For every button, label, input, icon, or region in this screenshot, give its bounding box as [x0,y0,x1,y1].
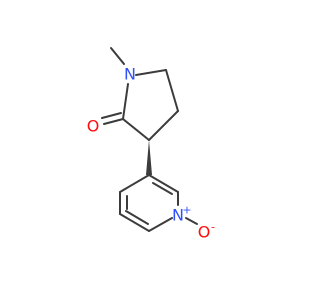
atom-o-carbonyl: O [87,117,100,136]
bond-ch2-ch2 [165,69,179,112]
molecule-diagram: N O N + O - [87,47,215,242]
bond-c-o-1 [103,118,124,125]
pyr-bond-4 [119,213,150,232]
bond-c-o-2 [101,112,122,119]
pyr-bond-1 [148,174,179,193]
pyr-bond-6 [119,174,150,193]
bond-co-n [122,83,129,120]
stereo-wedge [146,140,152,175]
charge-plus: + [182,204,191,217]
bond-n-ch2 [135,69,167,76]
bond-methyl-n [110,47,125,65]
atom-n-amide: N [124,65,136,84]
pyr-double-1 [152,182,173,195]
bond-ch2-ch [148,110,179,141]
charge-minus: - [211,221,215,234]
pyr-bond-3 [148,217,173,232]
atom-o-oxide: O [198,223,211,242]
bond-ch-co [122,118,150,141]
bond-n-oxide [185,217,198,225]
atom-n-pyridine: N [172,206,184,225]
structure-canvas: N O N + O - [86,47,216,242]
pyr-double-2 [125,210,149,225]
